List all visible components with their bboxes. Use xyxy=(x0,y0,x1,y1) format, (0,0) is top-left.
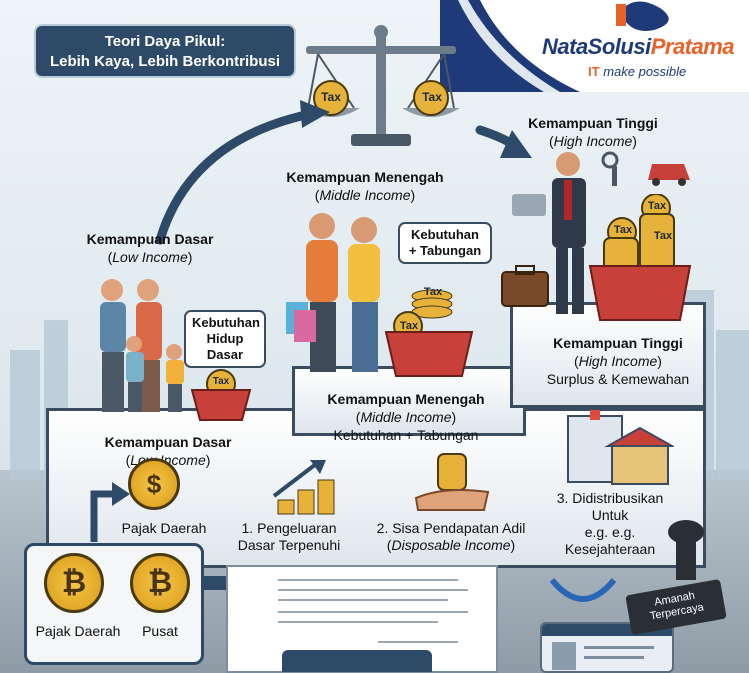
dollar-coin-icon: $ xyxy=(128,458,180,510)
tax-coin-high-label-3: Tax xyxy=(653,230,673,242)
businessman-high-income-illustration xyxy=(512,152,586,314)
stair-high-title: Kemampuan Tinggi xyxy=(553,335,683,351)
label-middle-income-title: Kemampuan Menengah xyxy=(286,169,444,185)
bottom-step-3-line-2: Untuk xyxy=(591,507,629,523)
clipboard-clip xyxy=(282,650,432,672)
bottom-step-3-line-1: 3. Didistribusikan xyxy=(556,490,664,506)
label-middle-income-sub: Middle Income xyxy=(319,187,411,203)
bubble-kebutuhan-hidup-dasar: Kebutuhan Hidup Dasar xyxy=(184,310,266,368)
logo-name-part-2: Pratama xyxy=(650,34,735,59)
bubble-kebutuhan-tabungan: Kebutuhan + Tabungan xyxy=(398,222,492,264)
label-low-income-sub: Low Income xyxy=(112,249,188,265)
pajak-panel-label-pusat: Pusat xyxy=(142,623,178,639)
bottom-label-pajak-daerah: Pajak Daerah xyxy=(121,520,207,536)
stair-label-middle: Kemampuan Menengah (Middle Income) Kebut… xyxy=(327,391,485,443)
logo-name-part-1: NataSolusi xyxy=(542,34,651,59)
label-high-income-top: Kemampuan Tinggi (High Income) xyxy=(528,115,658,149)
page-title: Teori Daya Pikul: Lebih Kaya, Lebih Berk… xyxy=(34,24,296,78)
title-line-2: Lebih Kaya, Lebih Berkontribusi xyxy=(49,53,281,70)
label-low-income-title: Kemampuan Dasar xyxy=(86,231,214,247)
briefcase-icon xyxy=(501,265,549,307)
stair-middle-desc: Kebutuhan + Tabungan xyxy=(333,427,479,443)
scale-right-pan-label: Tax xyxy=(422,90,442,104)
tax-coin-high-label-1: Tax xyxy=(647,200,667,212)
balance-scale-icon xyxy=(302,25,460,146)
progress-arrows xyxy=(155,100,532,245)
label-high-income-sub: High Income xyxy=(553,133,633,149)
public-buildings-icon xyxy=(567,410,674,485)
stair-middle-title: Kemampuan Menengah xyxy=(327,391,485,407)
tax-coin-high-label-2: Tax xyxy=(613,224,633,236)
stamp-handle-icon xyxy=(668,520,704,580)
stair-label-high: Kemampuan Tinggi (High Income) Surplus &… xyxy=(546,335,690,387)
basket-middle-icon xyxy=(384,289,474,377)
bottom-step-2-title: 2. Sisa Pendapatan Adil xyxy=(376,520,526,536)
bitcoin-coin-left-icon: ₿ xyxy=(44,553,104,613)
bottom-step-3: 3. Didistribusikan Untuk e.g. e.g. Kesej… xyxy=(544,490,676,558)
stair-high-sub: High Income xyxy=(578,353,658,369)
tax-coin-middle-label-1: Tax xyxy=(423,286,443,298)
couple-middle-income-illustration xyxy=(286,213,380,372)
family-low-income-illustration xyxy=(100,279,184,412)
logo-tagline-rest: make possible xyxy=(603,64,687,79)
stair-middle-sub: Middle Income xyxy=(360,409,452,425)
tax-coin-low-label: Tax xyxy=(212,376,230,387)
basket-high-icon xyxy=(588,194,692,321)
bottom-step-3-line-4: Kesejahteraan xyxy=(564,541,656,557)
growth-coins-icon xyxy=(272,460,335,515)
label-high-income-title: Kemampuan Tinggi xyxy=(528,115,658,131)
stair-high-desc: Surplus & Kemewahan xyxy=(546,371,690,387)
bottom-step-3-line-3: e.g. e.g. xyxy=(584,524,636,540)
lanyard-icon xyxy=(549,578,617,602)
logo-tagline-it: IT xyxy=(588,64,600,79)
title-line-1: Teori Daya Pikul: xyxy=(104,33,226,50)
basket-low-icon xyxy=(190,369,252,421)
hand-with-coins-icon xyxy=(414,453,490,511)
bottom-step-2-sub: Disposable Income xyxy=(391,537,511,553)
company-logo-name: NataSolusiPratama xyxy=(542,34,735,60)
label-low-income-top: Kemampuan Dasar (Low Income) xyxy=(86,231,214,265)
label-middle-income-top: Kemampuan Menengah (Middle Income) xyxy=(286,169,444,203)
logo-tagline: IT make possible xyxy=(588,64,686,79)
keys-and-car-icon xyxy=(601,151,690,186)
tax-coin-middle-label-2: Tax xyxy=(399,320,419,332)
logo-panel xyxy=(440,0,749,92)
id-card xyxy=(540,622,674,673)
bitcoin-coin-right-icon: ₿ xyxy=(130,553,190,613)
pajak-panel-label-daerah: Pajak Daerah xyxy=(35,623,121,639)
bottom-step-1: 1. Pengeluaran Dasar Terpenuhi xyxy=(237,520,341,553)
bottom-step-2: 2. Sisa Pendapatan Adil (Disposable Inco… xyxy=(366,520,536,554)
arrow-up-icon xyxy=(90,482,130,542)
logo-swoosh xyxy=(440,0,669,92)
stair-low-title: Kemampuan Dasar xyxy=(104,434,232,450)
scale-left-pan-label: Tax xyxy=(321,90,341,104)
stair-middle xyxy=(292,366,526,436)
